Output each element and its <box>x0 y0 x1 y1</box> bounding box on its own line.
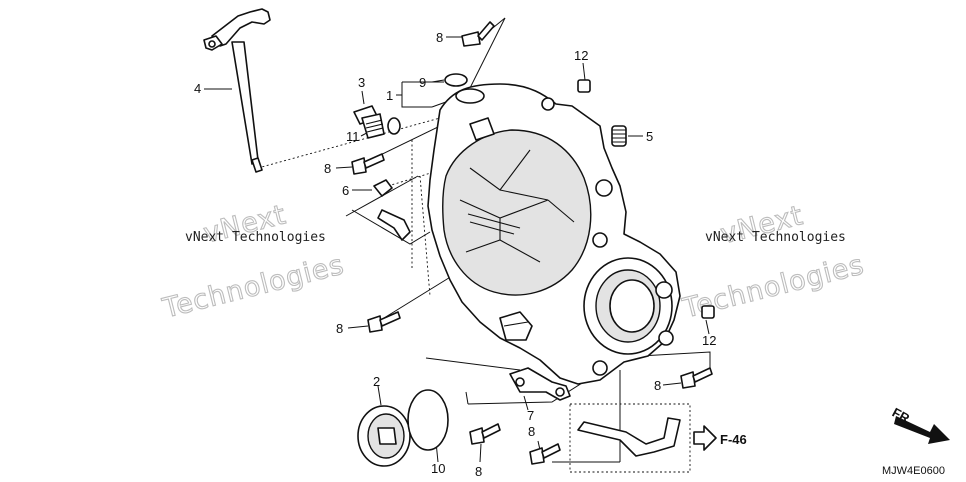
diagram-code: MJW4E0600 <box>882 465 945 477</box>
callout-4: 4 <box>194 81 201 96</box>
dipstick <box>203 8 271 173</box>
watermark-left-big: Technologies <box>159 249 347 324</box>
callout-7: 7 <box>527 408 534 423</box>
f46-box <box>569 403 691 473</box>
o-ring-small <box>387 117 401 135</box>
callout-11: 11 <box>346 129 360 144</box>
callout-12-top: 12 <box>574 48 588 63</box>
cover-cap <box>357 405 411 467</box>
callout-10: 10 <box>431 461 445 476</box>
reference-label: F-46 <box>720 432 747 447</box>
callout-8-left-lower: 8 <box>336 321 343 336</box>
front-direction-arrow: FR. <box>890 405 950 444</box>
callout-8-left-upper: 8 <box>324 161 331 176</box>
callouts: 8 4 3 9 1 11 12 5 8 6 8 12 8 2 7 8 10 8 <box>194 30 716 479</box>
callout-12-right: 12 <box>702 333 716 348</box>
watermark-left-small: vNext Technologies <box>185 230 326 245</box>
callout-5: 5 <box>646 129 653 144</box>
callout-6: 6 <box>342 183 349 198</box>
callout-3: 3 <box>358 75 365 90</box>
callout-8-bottom: 8 <box>475 464 482 479</box>
callout-8-top: 8 <box>436 30 443 45</box>
watermark-left: vNext Technologies vNext Technologies <box>158 199 348 325</box>
clutch-cover <box>427 83 681 385</box>
bolts <box>351 21 713 465</box>
callout-2: 2 <box>373 374 380 389</box>
callout-8-right: 8 <box>654 378 661 393</box>
dowel-pin-top <box>577 79 591 93</box>
callout-9: 9 <box>419 75 426 90</box>
callout-1: 1 <box>386 88 393 103</box>
clamp-lower <box>509 367 571 401</box>
filler-cap <box>353 105 385 139</box>
seal <box>444 73 468 87</box>
o-ring-large <box>407 389 449 451</box>
watermark-right-small: vNext Technologies <box>705 230 846 245</box>
reference-arrow: F-46 <box>693 425 747 451</box>
spring <box>611 125 627 147</box>
clamp-upper <box>373 179 411 241</box>
callout-8-lower-mid: 8 <box>528 424 535 439</box>
dowel-pin-right <box>701 305 715 319</box>
